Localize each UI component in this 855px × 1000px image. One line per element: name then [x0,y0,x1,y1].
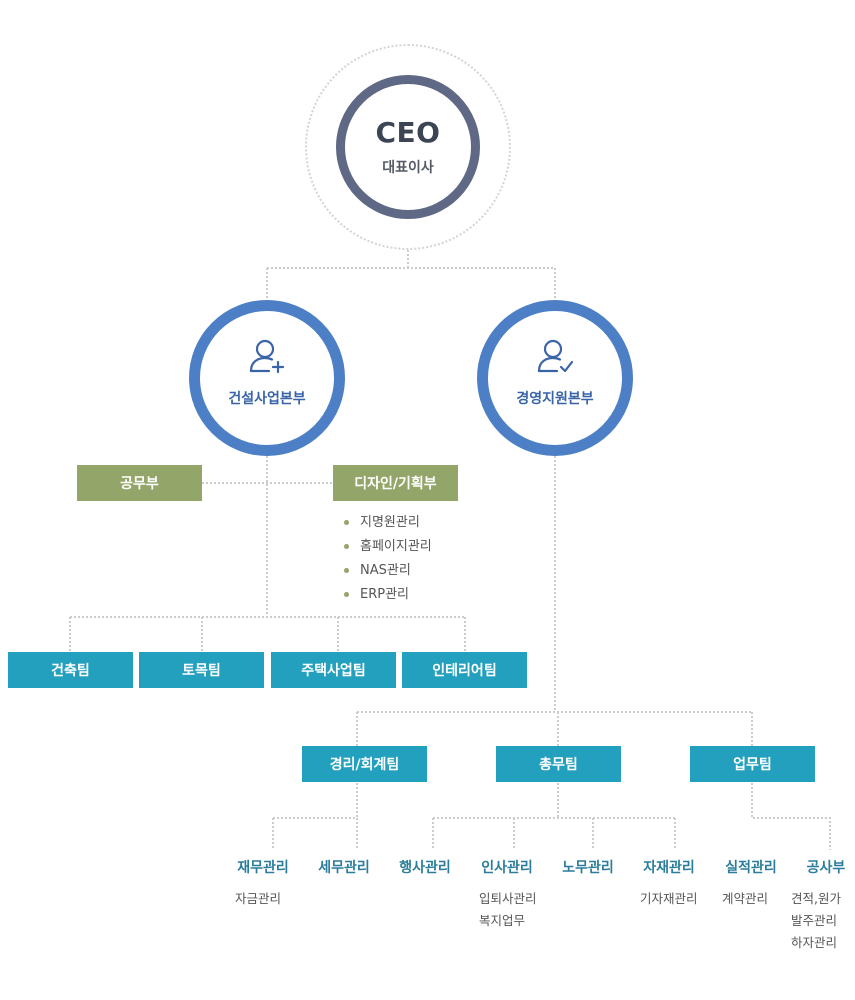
team-business: 업무팀 [690,746,815,782]
management-division-ring [477,300,633,456]
user-check-icon [537,339,574,373]
subunit-construction-title: 공사부 [806,860,846,876]
connector-ceo-divisions [266,250,556,300]
ceo-ring [336,75,480,219]
subunit-materials-details: 기자재관리 [640,891,698,906]
subunit-finance-details: 자금관리 [235,891,282,906]
subunit-labor-title: 노무관리 [562,860,614,876]
subunit-events-title: 행사관리 [399,860,451,876]
team-accounting: 경리/회계팀 [302,746,427,782]
list-item: 지명원관리 [343,513,432,537]
connector-business-subunits [751,783,831,850]
bullet-dot-icon [344,568,349,573]
connector-general-subunits [432,783,676,850]
department-design: 디자인/기획부 [333,465,458,501]
subunit-performance-details: 계약관리 [722,891,769,906]
subunit-finance-title: 재무관리 [237,860,289,876]
team-housing: 주택사업팀 [271,652,396,688]
construction-division-label: 건설사업본부 [228,391,306,407]
connector-management-teams [356,711,753,746]
subunit-hr-title: 인사관리 [481,860,533,876]
subunit-tax-title: 세무관리 [318,860,370,876]
subunit-hr-details: 입퇴사관리 복지업무 [479,891,537,928]
design-duties-list: 지명원관리 홈페이지관리 NAS관리 ERP관리 [343,513,432,609]
list-item: ERP관리 [343,585,432,609]
construction-division-ring [189,300,345,456]
bullet-dot-icon [344,520,349,525]
team-general-affairs: 총무팀 [496,746,621,782]
team-civil: 토목팀 [139,652,264,688]
management-division-label: 경영지원본부 [516,391,594,407]
subunit-performance-title: 실적관리 [725,860,777,876]
list-item: 홈페이지관리 [343,537,432,561]
connector-accounting-subunits [272,783,358,850]
department-gongmu: 공무부 [77,465,202,501]
bullet-dot-icon [344,544,349,549]
list-item: NAS관리 [343,561,432,585]
team-interior: 인테리어팀 [402,652,527,688]
bullet-dot-icon [344,592,349,597]
user-plus-icon [249,339,285,374]
team-architecture: 건축팀 [8,652,133,688]
ceo-title: CEO [375,116,441,149]
connector-construction-teams [69,616,466,652]
ceo-subtitle: 대표이사 [382,160,434,176]
subunit-materials-title: 자재관리 [643,860,695,876]
subunit-construction-details: 견적,원가 발주관리 하자관리 [791,891,841,950]
